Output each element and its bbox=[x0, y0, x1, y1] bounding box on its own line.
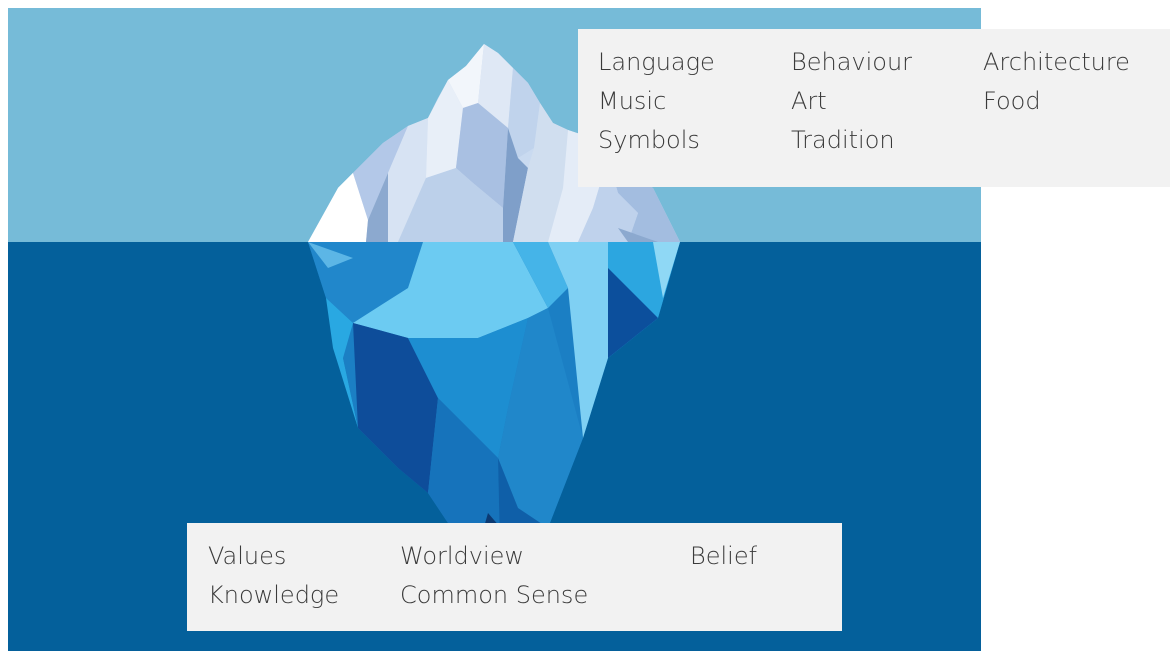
below-water-column-2: Worldview Common Sense bbox=[400, 537, 588, 615]
label-behaviour: Behaviour bbox=[791, 48, 913, 76]
label-knowledge: Knowledge bbox=[208, 581, 340, 609]
below-water-column-1: Values Knowledge bbox=[208, 537, 339, 615]
label-language: Language bbox=[598, 48, 715, 76]
label-food: Food bbox=[983, 87, 1041, 115]
label-worldview: Worldview bbox=[400, 542, 525, 570]
below-water-labels: Values Knowledge Worldview Common Sense … bbox=[187, 523, 842, 631]
below-water-column-3: Belief bbox=[690, 537, 757, 576]
above-water-column-1: Language Music Symbols bbox=[598, 43, 715, 160]
label-belief: Belief bbox=[690, 542, 758, 570]
label-art: Art bbox=[791, 87, 827, 115]
label-values: Values bbox=[208, 542, 287, 570]
label-architecture: Architecture bbox=[983, 48, 1130, 76]
above-water-column-3: Architecture Food bbox=[983, 43, 1130, 121]
label-music: Music bbox=[598, 87, 667, 115]
label-symbols: Symbols bbox=[598, 126, 700, 154]
iceberg-tip bbox=[308, 44, 680, 242]
label-common-sense: Common Sense bbox=[400, 581, 589, 609]
label-tradition: Tradition bbox=[791, 126, 895, 154]
above-water-labels: Language Music Symbols Behaviour Art Tra… bbox=[578, 29, 1170, 187]
above-water-column-2: Behaviour Art Tradition bbox=[791, 43, 912, 160]
